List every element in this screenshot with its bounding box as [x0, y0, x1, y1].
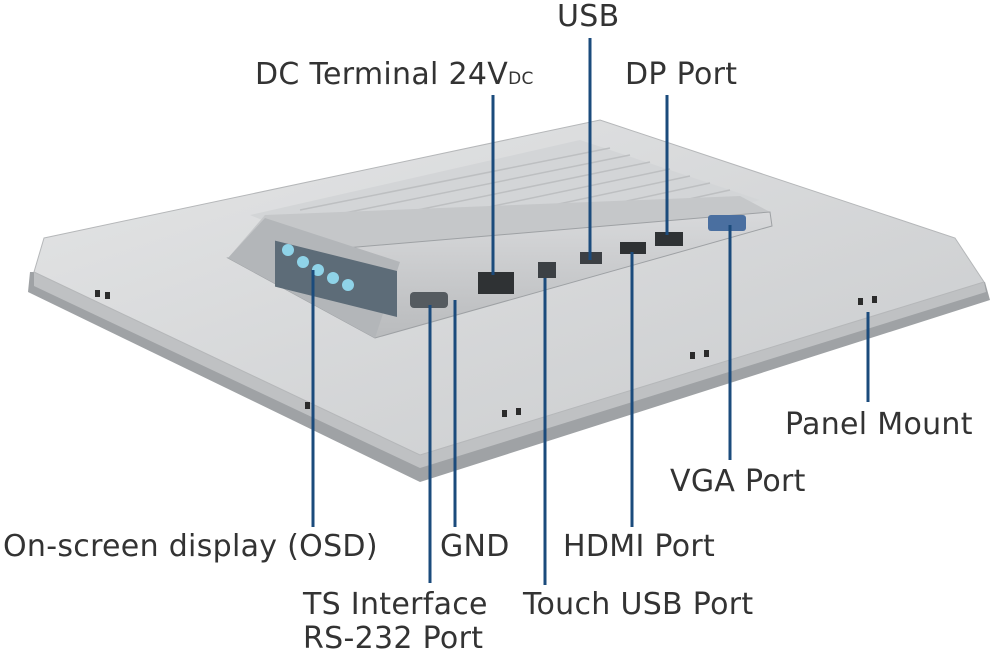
- leader-lines: [311, 38, 870, 585]
- side-frame: [34, 272, 986, 468]
- io-module-top: [228, 196, 770, 258]
- panel-mount-label: Panel Mount: [785, 407, 973, 442]
- touch-usb-connector: [538, 262, 556, 278]
- dc-terminal-label: DC Terminal 24VDC: [255, 58, 534, 96]
- vga-port-label: VGA Port: [670, 464, 806, 499]
- dc-terminal-text: DC Terminal 24V: [255, 57, 509, 92]
- ts-interface-label: TS Interface RS-232 Port: [303, 588, 488, 656]
- osd-buttons: [275, 240, 397, 317]
- ts-interface-line1: TS Interface: [303, 587, 488, 622]
- dp-port-label: DP Port: [625, 57, 738, 92]
- hdmi-port-label: HDMI Port: [563, 529, 716, 564]
- vga-connector: [708, 215, 746, 231]
- panel-mount-slots: [95, 290, 877, 417]
- gnd-label: GND: [440, 529, 510, 564]
- touch-usb-port-label: Touch USB Port: [523, 587, 754, 622]
- ts-interface-line2: RS-232 Port: [303, 621, 484, 656]
- dp-connector: [655, 232, 683, 246]
- usb-label: USB: [557, 0, 620, 34]
- rs232-port: [410, 292, 448, 308]
- osd-label: On-screen display (OSD): [3, 529, 378, 564]
- dc-terminal: [478, 272, 514, 294]
- hdmi-connector: [620, 242, 646, 254]
- dc-subscript: DC: [508, 69, 534, 89]
